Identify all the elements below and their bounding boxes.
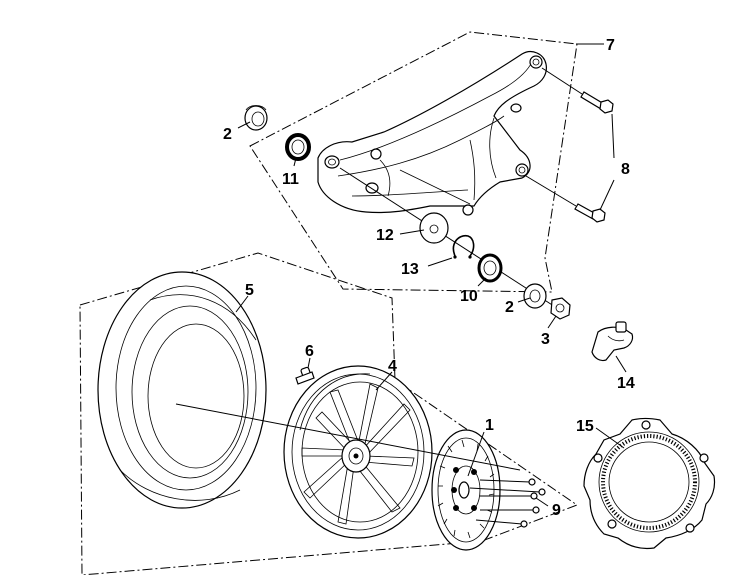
- abs-tone-ring: [583, 417, 716, 550]
- callout-12: 12: [376, 227, 394, 244]
- callout-15: 15: [576, 418, 594, 435]
- brake-disc: [431, 429, 501, 551]
- spacer-collar: [419, 212, 449, 244]
- sensor-bracket: [591, 321, 634, 362]
- bearing-left: [244, 105, 268, 131]
- wheel-axis-line: [175, 403, 521, 471]
- callout-4: 4: [388, 358, 397, 375]
- tire-valve: [295, 366, 315, 385]
- washer: [523, 283, 547, 309]
- pivot-bolt-upper: [541, 67, 614, 114]
- leader-lines: [235, 43, 627, 507]
- callout-3: 3: [541, 331, 550, 348]
- swingarm: [317, 51, 561, 311]
- oil-seal: [285, 133, 311, 161]
- rear-tire: [97, 271, 267, 509]
- callout-6: 6: [305, 343, 314, 360]
- axle-nut: [550, 297, 571, 320]
- callout-11: 11: [282, 171, 299, 188]
- wheel-group-outline: [79, 252, 579, 575]
- callout-9: 9: [552, 502, 561, 519]
- pivot-bolt-lower: [525, 175, 606, 223]
- callout-2-upper: 2: [223, 126, 232, 143]
- wheel-rim: [283, 365, 433, 539]
- callout-14: 14: [617, 375, 635, 392]
- callout-13: 13: [401, 261, 419, 278]
- callout-5: 5: [245, 282, 254, 299]
- callout-2-lower: 2: [505, 299, 514, 316]
- circlip: [452, 234, 475, 259]
- bearing-right: [477, 253, 503, 283]
- callout-1: 1: [485, 417, 494, 434]
- swingarm-group-outline: [249, 31, 578, 293]
- disc-bolts: [469, 478, 546, 528]
- callout-7: 7: [606, 37, 615, 54]
- callout-10: 10: [460, 288, 478, 305]
- callout-8: 8: [621, 161, 630, 178]
